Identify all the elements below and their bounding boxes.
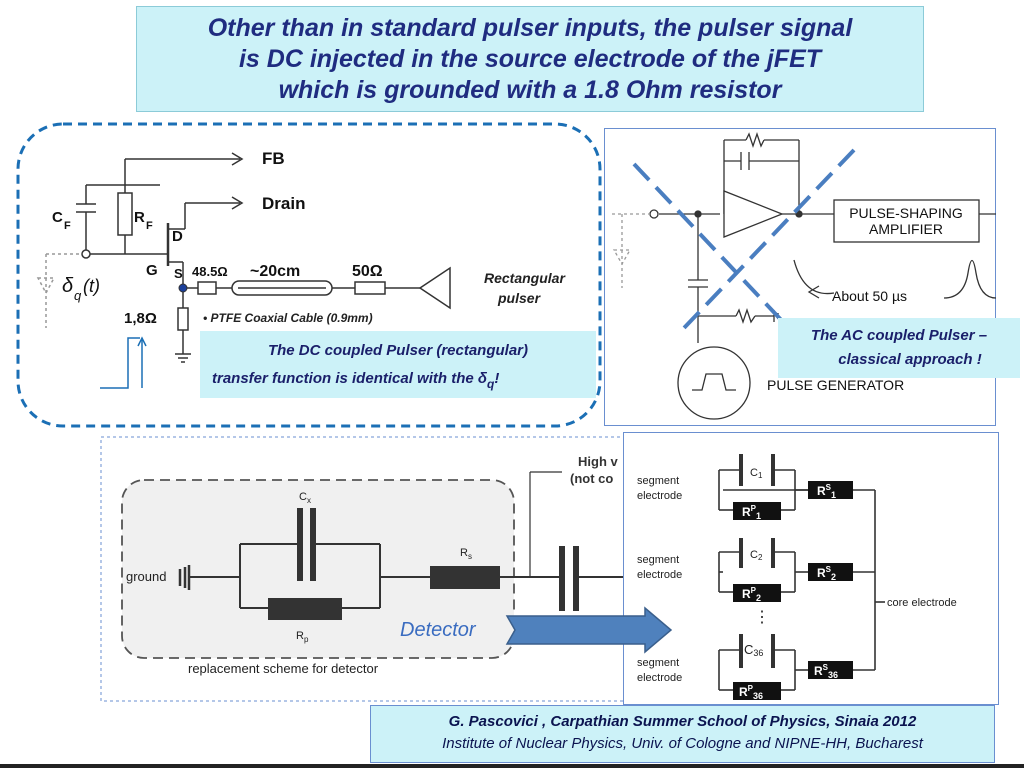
- rp1-label: RP1: [742, 504, 761, 521]
- bottom-bar: [0, 764, 1024, 768]
- dc-caption-line2: transfer function is identical with the …: [212, 370, 499, 391]
- ac-caption-line2: classical approach !: [838, 351, 981, 368]
- footer-line-1: G. Pascovici , Carpathian Summer School …: [448, 713, 917, 730]
- rp-resistor: [268, 598, 342, 620]
- ac-caption: The AC coupled Pulser – classical approa…: [778, 318, 1020, 378]
- rp36-label: RP36: [739, 684, 763, 701]
- r50-label: 50Ω: [352, 263, 383, 280]
- pulse-shaping-label-2: AMPLIFIER: [869, 221, 943, 237]
- fb-label: FB: [262, 149, 285, 168]
- delta-label: δ: [62, 275, 74, 297]
- footer-box: G. Pascovici , Carpathian Summer School …: [370, 705, 995, 763]
- rf-sub: F: [146, 220, 153, 232]
- rs-resistor: [430, 566, 500, 589]
- detector-label: Detector: [400, 619, 477, 641]
- title-box: Other than in standard pulser inputs, th…: [136, 6, 924, 112]
- cable-len-label: ~20cm: [250, 263, 300, 280]
- electrode-label-1: electrode: [637, 490, 682, 502]
- d-label: D: [172, 228, 183, 245]
- cf-label: C: [52, 209, 63, 226]
- high-v-label-2: (not co: [570, 471, 613, 486]
- detector-dashed-box: [121, 479, 515, 659]
- title-line-1: Other than in standard pulser inputs, th…: [207, 14, 853, 42]
- c36-label: C36: [744, 642, 763, 658]
- rs1-label: RS1: [817, 483, 836, 500]
- ptfe-label: • PTFE Coaxial Cable (0.9mm): [203, 311, 373, 325]
- rect-pulser-label-1: Rectangular: [484, 270, 566, 286]
- s-label: S: [174, 266, 183, 281]
- pulse-gen-label: PULSE GENERATOR: [767, 377, 904, 393]
- ac-caption-line1: The AC coupled Pulser –: [811, 327, 987, 344]
- dots-label: ⋮: [754, 609, 770, 626]
- c2-label: C2: [750, 549, 763, 562]
- rs2-label: RS2: [817, 565, 836, 582]
- footer-line-2: Institute of Nuclear Physics, Univ. of C…: [442, 735, 923, 752]
- detector-arrow: [505, 606, 673, 654]
- rs-label: Rs: [460, 547, 472, 561]
- high-v-label-1: High v: [578, 454, 618, 469]
- rect-pulser-label-2: pulser: [497, 290, 542, 306]
- cross-line-2: [682, 148, 856, 330]
- dc-panel-border: [16, 122, 602, 428]
- replacement-label: replacement scheme for detector: [188, 661, 379, 676]
- pulse-shaping-label-1: PULSE-SHAPING: [849, 205, 963, 221]
- cross-line-1: [632, 162, 802, 342]
- rp-label: Rp: [296, 630, 309, 644]
- delta-arg: (t): [83, 276, 100, 296]
- rf-label: R: [134, 209, 145, 226]
- segment-scheme: segment electrode segment electrode segm…: [623, 432, 999, 705]
- delta-sub: q: [74, 288, 82, 303]
- electrode-label-2: electrode: [637, 569, 682, 581]
- electrode-label-36: electrode: [637, 672, 682, 684]
- title-line-3: which is grounded with a 1.8 Ohm resisto…: [278, 76, 782, 104]
- drain-label: Drain: [262, 194, 305, 213]
- segment-label-36: segment: [637, 657, 679, 669]
- cf-sub: F: [64, 220, 71, 232]
- detector-scheme: ground Cx Rp Rs Detector replacement sch…: [100, 436, 630, 702]
- dc-pulser-diagram: FB Drain C F R F D G S δ q (t) 48.5Ω ~20…: [16, 122, 602, 428]
- title-line-2: is DC injected in the source electrode o…: [238, 45, 822, 73]
- about-label: About 50 µs: [832, 288, 907, 304]
- segment-label-2: segment: [637, 554, 679, 566]
- segment-label-1: segment: [637, 475, 679, 487]
- g-label: G: [146, 262, 158, 279]
- ground-label: ground: [126, 569, 166, 584]
- dc-caption-bg: [200, 331, 596, 398]
- cx-label: Cx: [299, 491, 311, 505]
- r18-label: 1,8Ω: [124, 310, 157, 327]
- dc-caption-line1: The DC coupled Pulser (rectangular): [268, 342, 528, 359]
- core-electrode-label: core electrode: [887, 597, 957, 609]
- r48-label: 48.5Ω: [192, 264, 228, 279]
- rs36-label: RS36: [814, 663, 838, 680]
- rp2-label: RP2: [742, 586, 761, 603]
- c1-label: C1: [750, 467, 763, 480]
- ac-pulser-diagram: PULSE-SHAPING AMPLIFIER About 50 µs PULS…: [604, 128, 996, 426]
